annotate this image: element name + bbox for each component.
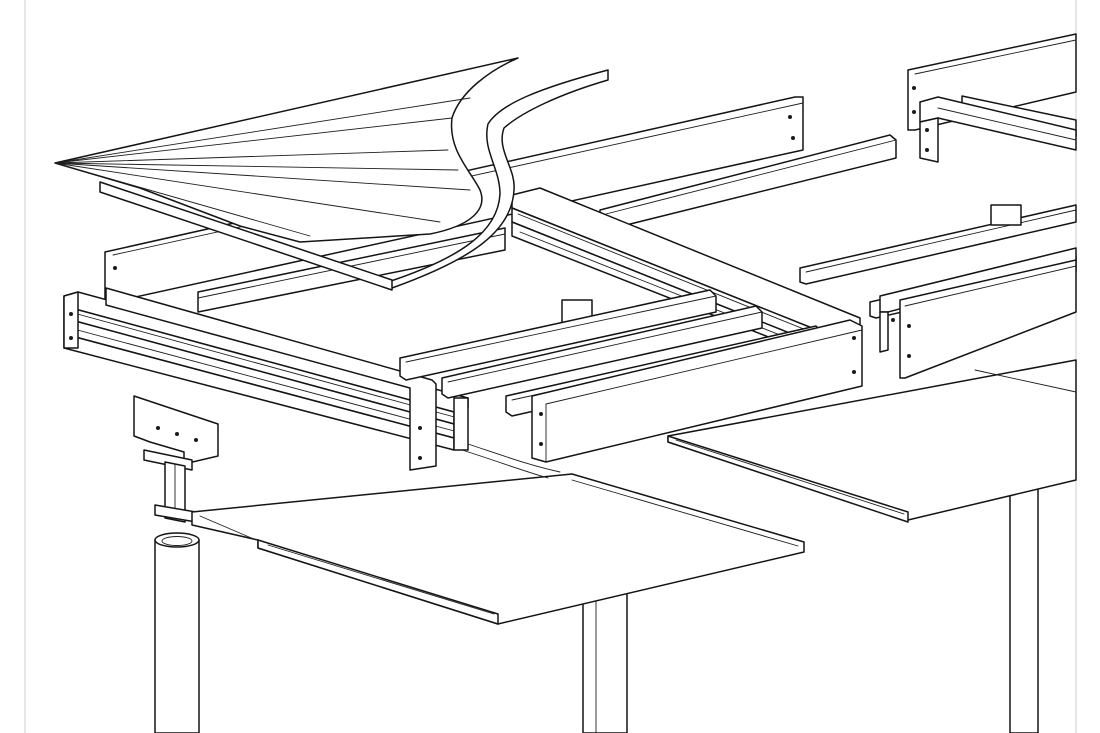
front-center-girder bbox=[531, 319, 863, 463]
right-beam-lower bbox=[879, 247, 1077, 379]
gusset-right-back bbox=[990, 204, 1022, 226]
panel-seam bbox=[461, 443, 561, 479]
purlin-front-1 bbox=[399, 289, 717, 381]
column-cap-bracket bbox=[133, 395, 219, 523]
right-beam-upper bbox=[919, 96, 1077, 163]
column-front-left bbox=[154, 532, 200, 733]
curved-wing-canopy bbox=[54, 57, 609, 291]
soffit-panel-front bbox=[191, 473, 805, 625]
left-edge-beam bbox=[63, 291, 469, 451]
purlin-front-2 bbox=[441, 305, 763, 399]
soffit-panel-right bbox=[667, 359, 1077, 523]
left-edge-beam-front-plate bbox=[105, 287, 437, 471]
